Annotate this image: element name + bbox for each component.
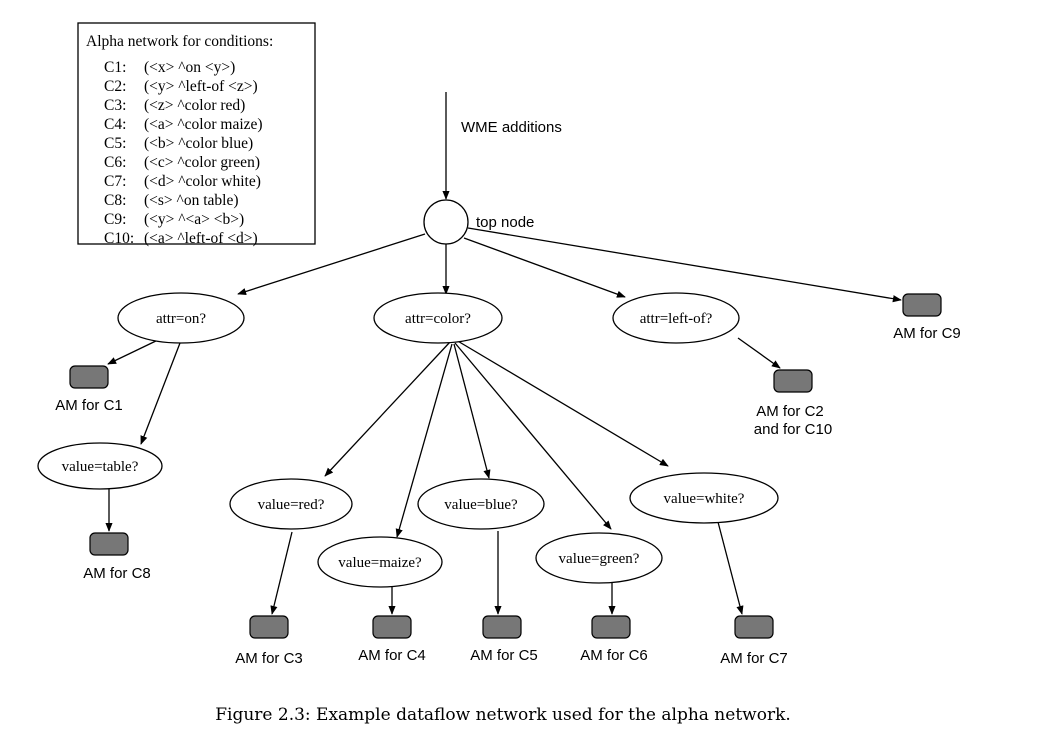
node-value-maize: value=maize? — [317, 536, 443, 588]
legend-title: Alpha network for conditions: — [86, 33, 273, 50]
condition-id: C1: — [104, 59, 126, 76]
node-label: attr=left-of? — [640, 311, 713, 327]
node-value-red: value=red? — [229, 478, 353, 530]
alpha-memory-c9: AM for C9 — [893, 293, 961, 342]
node-label: value=blue? — [444, 497, 518, 513]
memory-label: AM for C8 — [83, 565, 151, 582]
top-node-label: top node — [476, 214, 534, 231]
edge-top-to-attr-leftof — [463, 237, 626, 298]
condition-id: C7: — [104, 173, 126, 190]
memory-label: AM for C1 — [55, 397, 123, 414]
condition-id: C5: — [104, 135, 126, 152]
memory-label: AM for C6 — [580, 647, 648, 664]
node-attr-on: attr=on? — [117, 292, 245, 344]
figure-caption: Figure 2.3: Example dataflow network use… — [215, 705, 791, 725]
condition-text: (<x> ^on <y>) — [144, 59, 235, 76]
condition-text: (<y> ^<a> <b>) — [144, 211, 244, 228]
edge-attr-color-to-value-green — [454, 342, 612, 530]
edge-attr-leftof-to-am-c2 — [737, 337, 781, 369]
edge-top-to-attr-on — [237, 233, 426, 295]
condition-text: (<d> ^color white) — [144, 173, 261, 190]
memory-label: AM for C2 — [756, 403, 824, 420]
edge-attr-color-to-value-red — [324, 341, 451, 477]
condition-text: (<c> ^color green) — [144, 154, 260, 171]
legend-frame — [77, 22, 316, 245]
edge-attr-on-to-value-table — [140, 342, 181, 445]
alpha-memory-c6: AM for C6 — [580, 615, 648, 664]
condition-text: (<z> ^color red) — [144, 97, 245, 114]
node-label: value=red? — [258, 497, 325, 513]
node-attr-leftof: attr=left-of? — [612, 292, 740, 344]
node-value-green: value=green? — [535, 532, 663, 584]
top-node — [423, 199, 469, 245]
conditions-legend: Alpha network for conditions: C1: (<x> ^… — [77, 22, 316, 247]
node-value-table: value=table? — [37, 442, 163, 490]
condition-id: C3: — [104, 97, 126, 114]
condition-id: C9: — [104, 211, 126, 228]
edge-attr-on-to-am-c1 — [107, 338, 161, 365]
memory-label: AM for C4 — [358, 647, 426, 664]
memory-label: AM for C7 — [720, 650, 788, 667]
condition-text: (<a> ^color maize) — [144, 116, 263, 133]
wme-additions-label: WME additions — [461, 119, 562, 136]
edge-value-red-to-am-c3 — [270, 531, 293, 615]
alpha-memory-c3: AM for C3 — [235, 615, 303, 667]
network-edges — [105, 92, 902, 615]
alpha-memory-c8: AM for C8 — [83, 532, 151, 582]
legend-conditions: C1: (<x> ^on <y>) C2: (<y> ^left-of <z>)… — [104, 59, 263, 247]
edge-value-white-to-am-c7 — [717, 521, 744, 615]
condition-text: (<y> ^left-of <z>) — [144, 78, 258, 95]
memory-label: AM for C3 — [235, 650, 303, 667]
memory-label-second-line: and for C10 — [754, 421, 832, 438]
alpha-memory-c7: AM for C7 — [720, 615, 788, 667]
condition-id: C2: — [104, 78, 126, 95]
alpha-memory-c5: AM for C5 — [470, 615, 538, 664]
node-value-white: value=white? — [629, 472, 779, 524]
node-label: value=white? — [664, 491, 745, 507]
node-label: attr=color? — [405, 311, 471, 327]
edge-top-to-am-c9 — [467, 227, 902, 303]
node-label: value=table? — [62, 459, 139, 475]
condition-id: C8: — [104, 192, 126, 209]
alpha-memory-c1: AM for C1 — [55, 365, 123, 414]
condition-id: C4: — [104, 116, 126, 133]
alpha-memory-c4: AM for C4 — [358, 615, 426, 664]
node-value-blue: value=blue? — [417, 478, 545, 530]
edge-attr-color-to-value-blue — [453, 343, 491, 479]
condition-text: (<b> ^color blue) — [144, 135, 253, 152]
condition-text: (<a> ^left-of <d>) — [144, 230, 258, 247]
condition-id: C6: — [104, 154, 126, 171]
condition-id: C10: — [104, 230, 134, 247]
memory-label: AM for C5 — [470, 647, 538, 664]
edge-attr-color-to-value-maize — [395, 343, 453, 538]
node-label: attr=on? — [156, 311, 206, 327]
condition-text: (<s> ^on table) — [144, 192, 238, 209]
memory-label: AM for C9 — [893, 325, 961, 342]
node-attr-color: attr=color? — [373, 292, 503, 344]
node-label: value=maize? — [338, 555, 422, 571]
edge-attr-color-to-value-white — [455, 339, 669, 467]
alpha-memory-c2-c10: AM for C2 and for C10 — [754, 369, 832, 438]
node-label: value=green? — [559, 551, 640, 567]
